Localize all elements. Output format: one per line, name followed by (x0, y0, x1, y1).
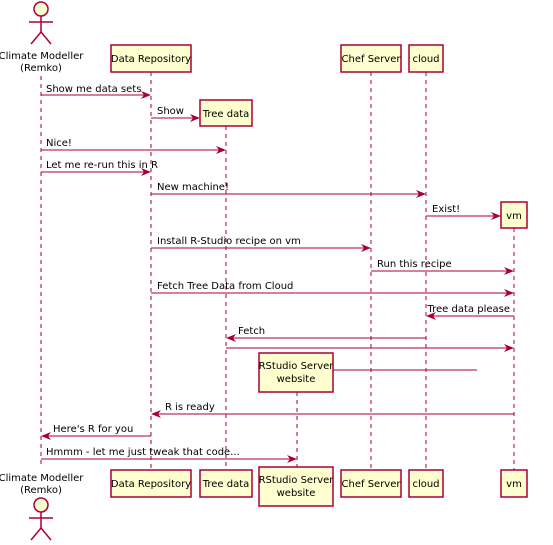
participant-label: Tree data (202, 109, 250, 120)
message-label: Nice! (46, 138, 72, 149)
participant-tree-data-created: Tree data (199, 99, 253, 127)
participant-label: Data Repository (111, 54, 191, 65)
participant-chef-server-top: Chef Server (340, 44, 402, 73)
actor-name-line1: Climate Modeller (0, 473, 84, 484)
message-rerun-in-r: Let me re-run this in R (41, 160, 158, 176)
message-label: Install R-Studio recipe on vm (157, 236, 301, 247)
arrowhead-icon (41, 432, 51, 440)
participant-label-line2: website (277, 488, 316, 499)
arrowhead-icon (226, 334, 236, 342)
message-label: Exist! (432, 204, 460, 215)
arrowhead-icon (287, 455, 297, 463)
arrowhead-icon (504, 267, 514, 275)
actor-climate-modeller-bottom: Climate Modeller (Remko) (0, 473, 84, 541)
actor-climate-modeller-top: Climate Modeller (Remko) (0, 1, 84, 74)
participant-label-line1: RStudio Server (259, 361, 335, 372)
arrowhead-icon (216, 146, 226, 154)
message-label: Hmmm - let me just tweak that code... (46, 447, 240, 458)
participant-cloud-bottom: cloud (408, 469, 444, 498)
message-fetch-tree-data-from-cloud: Fetch Tree Data from Cloud (151, 281, 514, 297)
message-exist: Exist! (426, 204, 501, 220)
arrowhead-icon (426, 312, 436, 320)
message-label: R is ready (165, 402, 215, 413)
actor-name-line1: Climate Modeller (0, 51, 84, 62)
participant-label: Tree data (202, 479, 250, 490)
arrowhead-icon (416, 190, 426, 198)
participant-chef-server-bottom: Chef Server (340, 469, 402, 498)
participant-tree-data-bottom: Tree data (199, 469, 253, 498)
message-install-rstudio-recipe: Install R-Studio recipe on vm (151, 236, 371, 252)
participant-rstudio-server-bottom: RStudio Server website (258, 466, 335, 507)
message-show: Show (151, 106, 200, 122)
message-label: Here's R for you (53, 424, 133, 435)
message-label: Fetch (238, 326, 265, 337)
message-label: Show (157, 106, 184, 117)
participant-cloud-top: cloud (408, 44, 444, 73)
participant-label-line1: RStudio Server (259, 475, 335, 486)
participant-label-line2: website (277, 374, 316, 385)
message-heres-r-for-you: Here's R for you (41, 424, 151, 440)
participant-label: cloud (412, 479, 439, 490)
message-nice: Nice! (41, 138, 226, 154)
message-show-me-data-sets: Show me data sets (41, 84, 151, 99)
arrowhead-icon (151, 410, 161, 418)
participant-vm-created: vm (500, 201, 528, 229)
message-label: New machine! (157, 182, 229, 193)
message-label: Fetch Tree Data from Cloud (157, 281, 293, 292)
actor-head-icon (33, 1, 49, 17)
participant-rstudio-server-created: RStudio Server website (258, 352, 335, 393)
actor-name-line2: (Remko) (20, 485, 62, 496)
message-label: Let me re-run this in R (46, 160, 158, 171)
message-run-this-recipe: Run this recipe (371, 259, 514, 275)
participant-label: vm (506, 211, 522, 222)
message-label: Tree data please (427, 304, 511, 315)
message-new-machine: New machine! (151, 182, 426, 198)
message-fetch: Fetch (226, 326, 426, 342)
participant-label: Data Repository (111, 479, 191, 490)
message-label: Run this recipe (377, 259, 452, 270)
actor-head-icon (33, 497, 49, 513)
message-r-is-ready: R is ready (151, 402, 514, 418)
participant-label: vm (506, 479, 522, 490)
participant-vm-bottom: vm (500, 469, 528, 498)
message-tree-to-vm (226, 344, 514, 352)
arrowhead-icon (141, 168, 151, 176)
participant-label: cloud (412, 54, 439, 65)
arrowhead-icon (361, 244, 371, 252)
message-tweak-code: Hmmm - let me just tweak that code... (41, 447, 297, 463)
participant-data-repository-bottom: Data Repository (110, 469, 192, 498)
participant-data-repository-top: Data Repository (110, 44, 192, 73)
message-label: Show me data sets (46, 84, 141, 95)
arrowhead-icon (504, 289, 514, 297)
arrowhead-icon (190, 114, 200, 122)
arrowhead-icon (504, 344, 514, 352)
message-tree-data-please: Tree data please (426, 304, 514, 320)
participant-label: Chef Server (342, 54, 402, 65)
arrowhead-icon (491, 212, 501, 220)
arrowhead-icon (141, 91, 151, 99)
actor-name-line2: (Remko) (20, 63, 62, 74)
participant-label: Chef Server (342, 479, 402, 490)
